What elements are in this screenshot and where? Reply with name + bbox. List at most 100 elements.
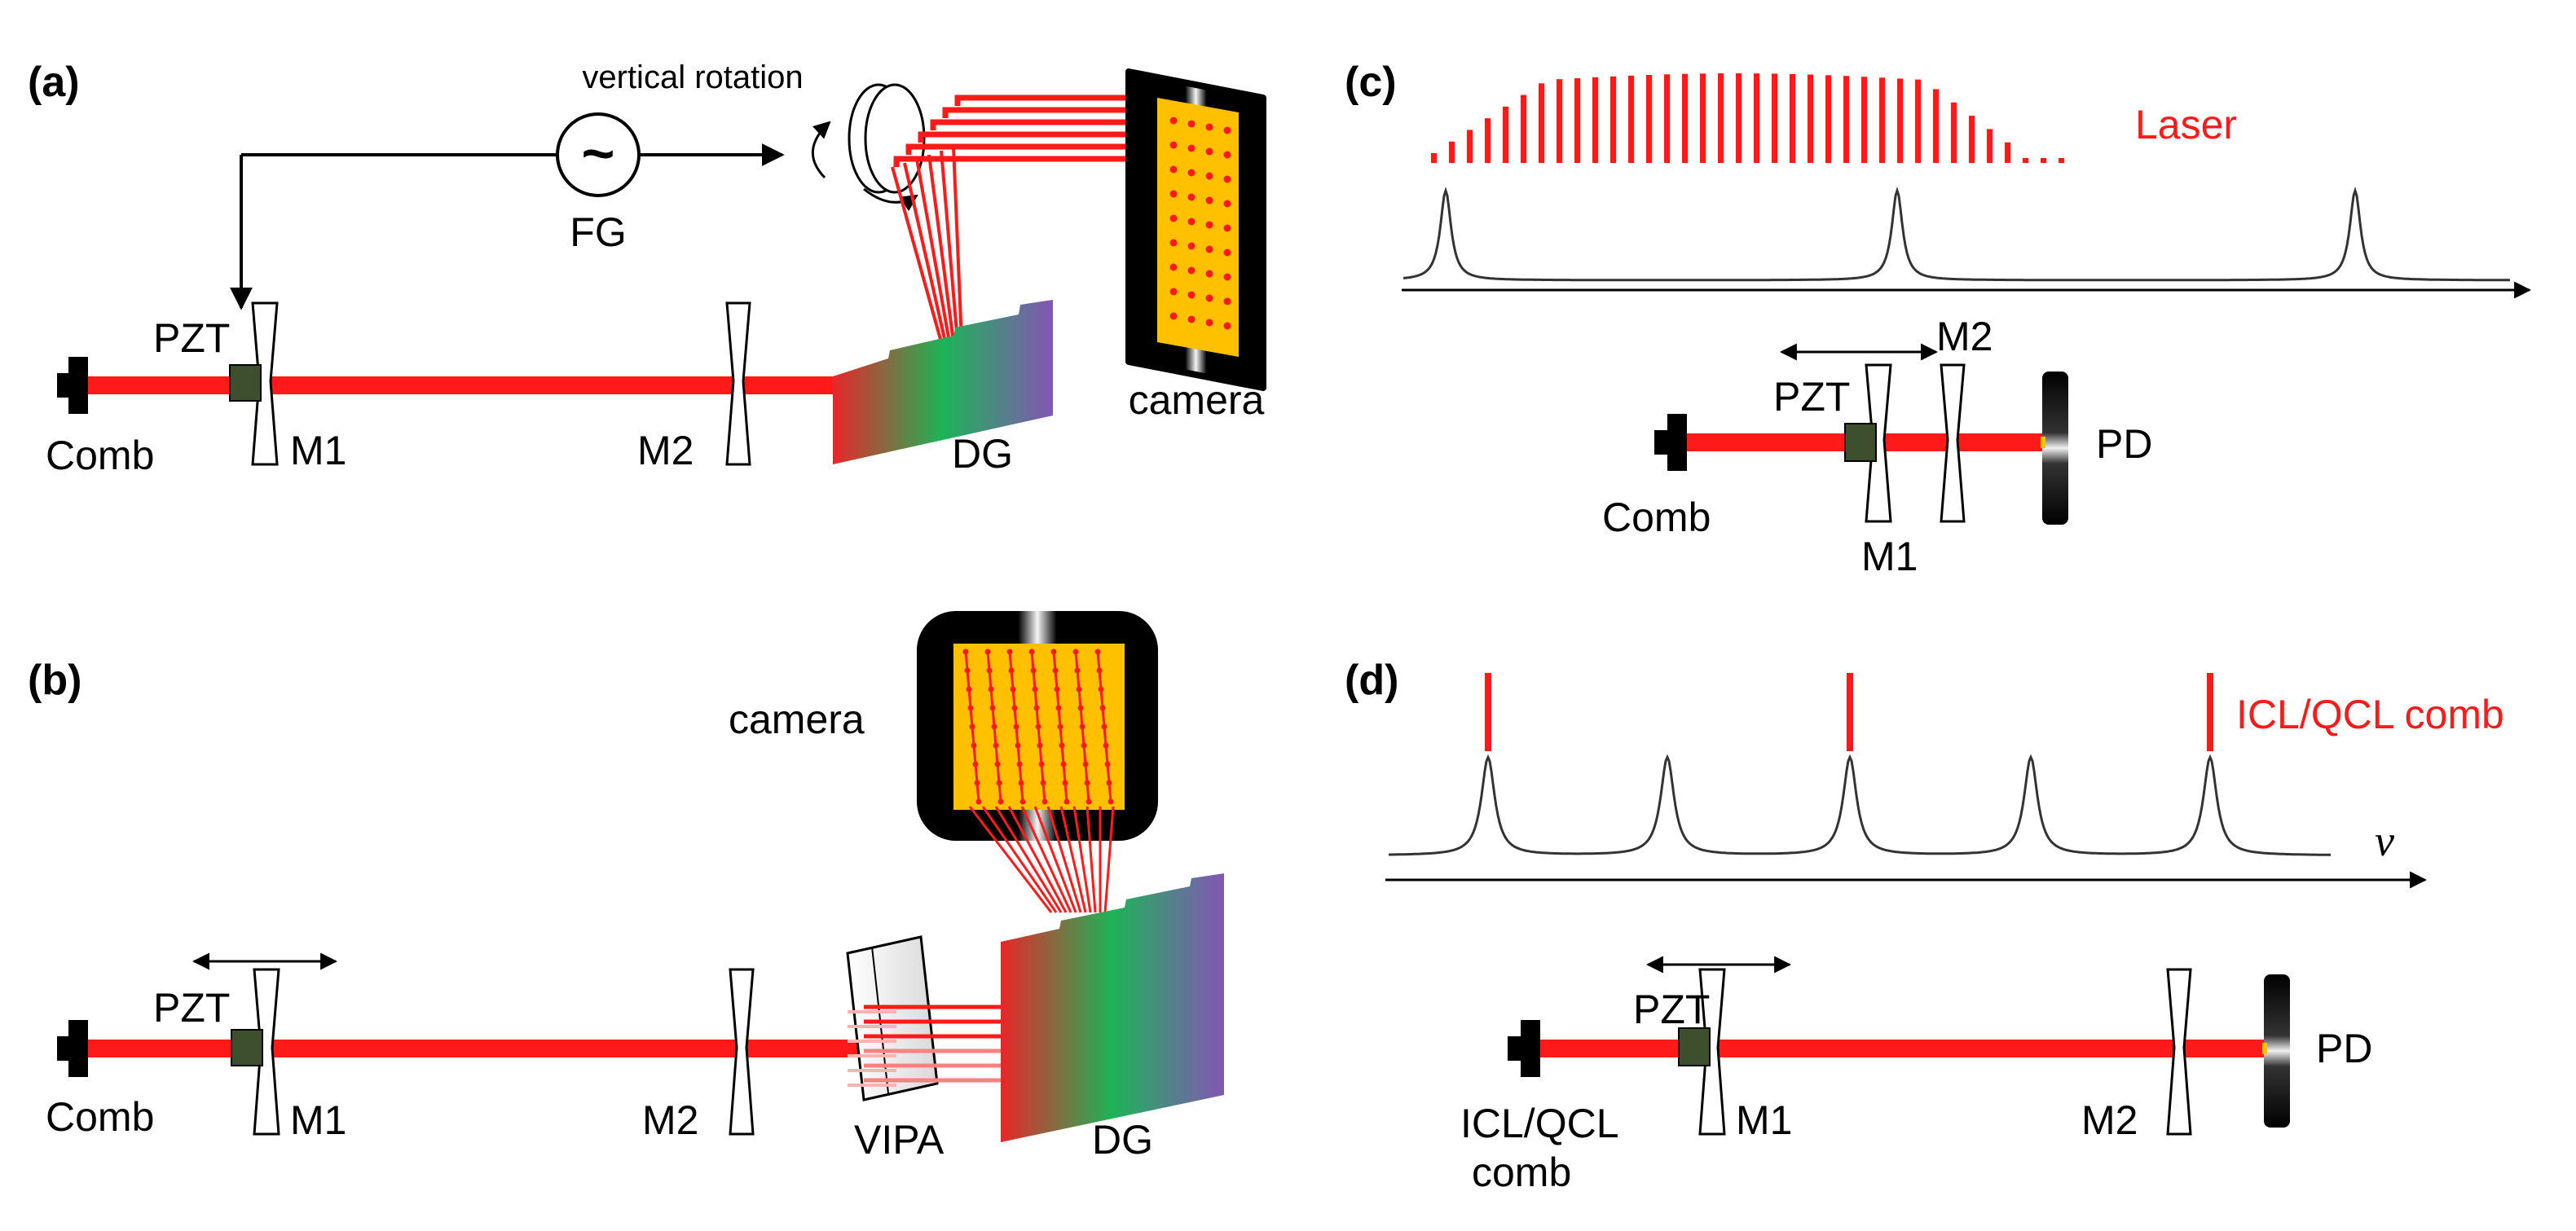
camera-b-spot — [1035, 723, 1041, 730]
laser-tooth — [1951, 102, 1957, 163]
mirror-m2-b — [729, 968, 755, 1136]
camera-b-spot — [1062, 780, 1068, 786]
camera-a-spot — [1187, 193, 1196, 201]
camera-b-label: camera — [729, 697, 865, 742]
diffracted-beam-b — [1059, 806, 1087, 913]
camera-b-spot — [1057, 723, 1063, 730]
dg-a-label: DG — [952, 431, 1013, 477]
camera-a-spot — [1169, 165, 1178, 174]
camera-a-spot — [1187, 169, 1196, 177]
camera-b-spot — [1040, 780, 1046, 786]
laser-tooth — [1861, 77, 1867, 163]
camera-a-spot — [1205, 221, 1213, 229]
panel-b-tag: (b) — [28, 657, 81, 704]
camera-b-spot — [1052, 667, 1059, 674]
camera-b-spot — [1033, 705, 1040, 711]
camera-b-spot — [989, 705, 996, 711]
laser-tooth — [1646, 74, 1652, 163]
icl-tooth-3 — [2207, 673, 2213, 751]
laser-tooth — [1664, 74, 1670, 163]
camera-b-spot — [1099, 705, 1106, 711]
camera-b-spot — [1103, 742, 1109, 749]
camera-a-spot — [1223, 297, 1231, 306]
laser-tooth — [2041, 158, 2046, 163]
panel-b: (b) camera Comb PZT M1 M2 V — [28, 611, 1224, 1163]
camera-b-spot — [1085, 798, 1092, 805]
rotating-mirror-back — [864, 83, 926, 194]
camera-b-spot — [1098, 686, 1104, 692]
camera-b-spot — [964, 667, 971, 674]
diffracted-beam-b — [1020, 806, 1072, 913]
camera-a-spot — [1223, 175, 1231, 183]
source-d-label-line1: ICL/QCL — [1460, 1101, 1619, 1146]
camera-a-spot — [1223, 273, 1231, 281]
diffracted-beam-b — [1072, 806, 1092, 913]
camera-b-spot — [1063, 798, 1070, 805]
pzt-c — [1844, 423, 1877, 462]
laser-tooth — [1610, 76, 1616, 163]
pzt-d-label: PZT — [1633, 987, 1710, 1032]
laser-tooth — [1879, 77, 1885, 163]
panel-a-tag: (a) — [28, 59, 80, 106]
camera-b-spot — [1104, 761, 1111, 767]
laser-label: Laser — [2135, 102, 2237, 147]
camera-b-spot — [1072, 648, 1079, 655]
camera-b-spot — [1032, 686, 1038, 692]
camera-b-spot — [996, 780, 1002, 786]
camera-b-spot — [1082, 761, 1089, 767]
laser-tooth — [2059, 158, 2064, 163]
camera-b-spot — [1107, 798, 1114, 805]
camera-b-spot — [969, 723, 975, 730]
laser-tooth — [1754, 73, 1759, 163]
camera-b-spot — [988, 686, 994, 692]
m1-d-label: M1 — [1736, 1097, 1792, 1143]
m2-b-label: M2 — [642, 1097, 698, 1143]
panel-d-tag: (d) — [1345, 657, 1398, 704]
laser-tooth — [1808, 74, 1813, 163]
m1-b-label: M1 — [290, 1097, 346, 1143]
camera-b-spot — [1041, 798, 1048, 805]
diffracted-beam-b — [1046, 806, 1082, 913]
nu-axis-label: ν — [2375, 816, 2394, 865]
camera-b-spot — [1050, 648, 1057, 655]
camera-b-spot — [971, 742, 977, 749]
m2-c-label: M2 — [1936, 314, 1993, 359]
laser-tooth — [1790, 73, 1795, 163]
laser-tooth — [1539, 83, 1544, 163]
pzt-c-label: PZT — [1773, 374, 1850, 420]
laser-tooth — [1933, 89, 1939, 163]
camera-a-spot — [1205, 319, 1213, 327]
camera-a-spot — [1187, 144, 1196, 152]
m2-d-label: M2 — [2081, 1097, 2138, 1143]
camera-b-spot — [1037, 742, 1043, 749]
diffraction-grating-b — [1001, 873, 1224, 1142]
camera-b-spot — [1010, 686, 1016, 692]
camera-b-spot — [991, 723, 997, 730]
camera-b-spot — [966, 686, 972, 692]
camera-b-spot — [1019, 798, 1026, 805]
diffracted-beam-b — [1007, 806, 1068, 913]
camera-b-spot — [1013, 723, 1019, 730]
pzt-b-label: PZT — [153, 985, 230, 1031]
camera-b-spot — [997, 798, 1004, 805]
camera-a-spot — [1169, 214, 1178, 222]
camera-a-spot — [1187, 266, 1196, 275]
laser-tooth — [1700, 73, 1706, 163]
camera-a-spot — [1169, 312, 1178, 320]
camera-b-spot — [1077, 705, 1084, 711]
pzt-a — [229, 364, 262, 402]
laser-tooth — [1682, 73, 1688, 163]
camera-b-spot — [1038, 761, 1045, 767]
camera-b-spot — [1094, 648, 1101, 655]
camera-a-spot — [1187, 242, 1196, 250]
camera-a-spot — [1205, 270, 1213, 278]
panel-d-beam — [1530, 1040, 2267, 1057]
laser-tooth — [2023, 158, 2028, 163]
camera-b-spot — [1074, 667, 1081, 674]
camera-b-spot — [1055, 705, 1062, 711]
panel-a-feedback-loop — [230, 143, 785, 310]
camera-a-spot — [1169, 141, 1178, 149]
laser-comb-teeth — [1431, 73, 2064, 163]
camera-a-spot — [1205, 172, 1213, 180]
